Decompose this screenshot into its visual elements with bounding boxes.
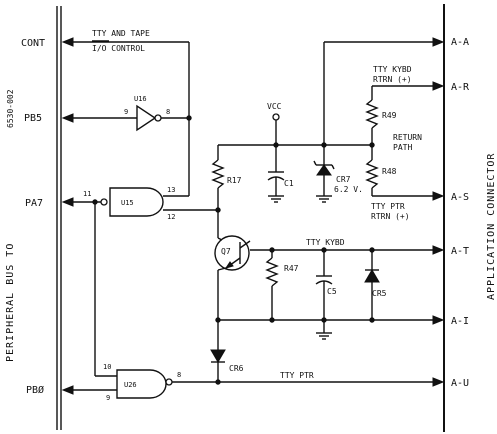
u15-pin-in1: 11 [83, 190, 91, 198]
pin-cont-label: CONT [21, 38, 45, 49]
u15-pin-in2: 13 [167, 186, 175, 194]
junction-u16 [186, 115, 192, 121]
u15-label: U15 [121, 199, 134, 207]
q7-label: Q7 [221, 247, 231, 256]
u16-pin-in: 9 [124, 108, 128, 116]
tty-ptr-label: TTY PTR [280, 371, 314, 380]
pin-pb5-label: PB5 [24, 113, 42, 124]
u26-pin-in2: 9 [106, 394, 110, 402]
r47-label: R47 [284, 264, 299, 273]
junction-cr5 [369, 247, 375, 253]
pin-a-a-label: A-A [451, 37, 469, 48]
kybd-rtrn-label-2: RTRN (+) [373, 75, 412, 84]
vcc-label: VCC [267, 102, 282, 111]
r48-label: R48 [382, 167, 397, 176]
r17-resistor [211, 145, 225, 232]
junction-ptr [215, 379, 221, 385]
return-path [365, 81, 445, 201]
q7-transistor [214, 232, 251, 350]
u26-pin-in1: 10 [103, 363, 111, 371]
pin-a-s-label: A-S [451, 192, 469, 203]
u26-nand-gate [61, 202, 445, 399]
left-bus-label: PERIPHERAL BUS TO [5, 243, 16, 362]
cr6-label: CR6 [229, 364, 244, 373]
pin-a-u-label: A-U [451, 378, 469, 389]
left-bus [56, 6, 62, 430]
u15-nand-gate [61, 187, 218, 217]
tty-tape-label: TTY AND TAPE [92, 29, 150, 38]
r49-label: R49 [382, 111, 397, 120]
ptr-rtrn-label-1: TTY PTR [371, 202, 405, 211]
tty-kybd-line [250, 245, 445, 320]
a-i-line [218, 315, 445, 325]
cr5-diode [364, 250, 380, 320]
pin-a-r-label: A-R [451, 82, 470, 93]
cr5-label: CR5 [372, 289, 387, 298]
return-path-label-1: RETURN [393, 133, 422, 142]
u15-pin-out: 12 [167, 213, 175, 221]
ptr-rtrn-label-2: RTRN (+) [371, 212, 410, 221]
r17-label: R17 [227, 176, 242, 185]
u16-inverter [61, 104, 189, 132]
tty-kybd-label: TTY KYBD [306, 238, 345, 247]
cr7-zener [313, 42, 335, 203]
right-connector-label: APPLICATION CONNECTOR [486, 153, 497, 300]
u16-label: U16 [134, 95, 147, 103]
left-bus-chip-label: 6530-002 [6, 89, 15, 128]
pin-a-i-label: A-I [451, 316, 469, 327]
junction-r47-gnd [269, 317, 275, 323]
c1-capacitor [267, 145, 285, 203]
cr7-label: CR7 [336, 175, 351, 184]
return-path-label-2: PATH [393, 143, 412, 152]
vcc-rail [218, 113, 372, 146]
cr6-diode [210, 349, 226, 382]
u16-pin-out: 8 [166, 108, 170, 116]
pin-pa7-label: PA7 [25, 198, 43, 209]
c5-label: C5 [327, 287, 337, 296]
junction-c1 [273, 142, 279, 148]
a-a-line [324, 37, 445, 47]
c5-capacitor [315, 250, 333, 340]
pin-a-t-label: A-T [451, 246, 469, 257]
junction-emitter [215, 317, 221, 323]
c1-label: C1 [284, 179, 294, 188]
junction-r17 [215, 207, 221, 213]
cr7-voltage-label: 6.2 V. [334, 185, 363, 194]
junction-return [369, 142, 375, 148]
junction-r47 [269, 247, 275, 253]
kybd-rtrn-label-1: TTY KYBD [373, 65, 412, 74]
junction-cr7 [321, 142, 327, 148]
io-control-label: I/O CONTROL [92, 44, 145, 53]
u26-label: U26 [124, 381, 137, 389]
pin-pb0-label: PBØ [26, 384, 44, 396]
u26-pin-out: 8 [177, 371, 181, 379]
junction-c5 [321, 247, 327, 253]
